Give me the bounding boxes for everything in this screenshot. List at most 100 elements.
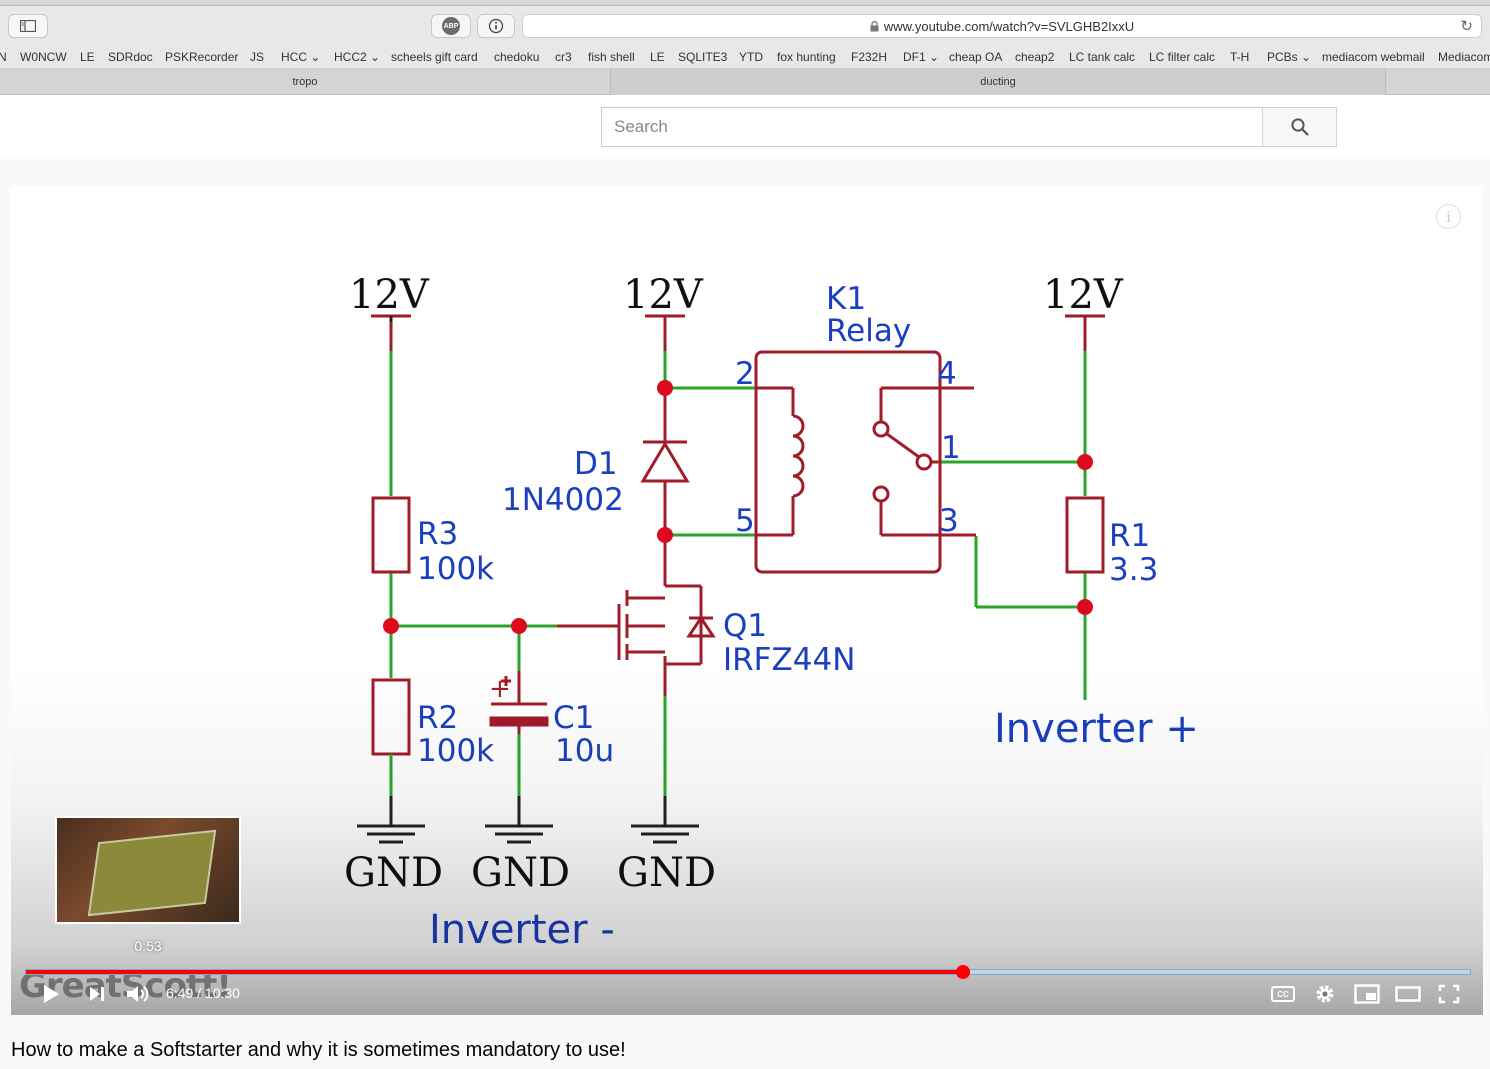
video-player[interactable]: 12V 12V 12V GND GND GND K1 Relay D1 1N40… <box>11 186 1483 1015</box>
url-text: www.youtube.com/watch?v=SVLGHB2IxxU <box>883 18 1135 34</box>
relay-k1 <box>754 350 942 574</box>
supply-label-right: 12V <box>1043 272 1124 318</box>
resistor-r3 <box>371 496 411 574</box>
tab-ducting[interactable]: ducting <box>611 69 1386 95</box>
relay-name: Relay <box>826 313 911 349</box>
tab-tropo[interactable]: tropo <box>0 69 611 95</box>
junction-dots <box>383 380 1093 634</box>
search-placeholder: Search <box>614 117 668 136</box>
next-icon <box>90 987 104 1001</box>
miniplayer-icon <box>1354 984 1380 1004</box>
r3-value: 100k <box>417 551 494 587</box>
theater-mode-button[interactable] <box>1394 982 1422 1006</box>
relay-pin-1: 1 <box>941 430 961 466</box>
relay-pin-3: 3 <box>939 503 959 539</box>
bookmark-item[interactable]: cr3 <box>555 50 572 64</box>
bookmarks-bar: N W0NCW LE SDRdoc PSKRecorder JS HCC ⌄ H… <box>0 44 1490 69</box>
r1-ref: R1 <box>1109 518 1150 554</box>
play-icon <box>44 985 59 1003</box>
bookmark-item[interactable]: fish shell <box>588 50 635 64</box>
bookmark-item[interactable]: fox hunting <box>777 50 836 64</box>
bookmark-item[interactable]: cheap OA <box>949 50 1003 64</box>
resistor-r2 <box>371 678 411 756</box>
search-icon <box>1290 118 1309 136</box>
browser-toolbar: ABP www.youtube.com/watch?v=SVLGHB2IxxU … <box>0 6 1490 44</box>
bookmark-folder[interactable]: PCBs ⌄ <box>1267 50 1312 64</box>
info-card-icon[interactable]: i <box>1436 204 1461 229</box>
gnd-label-3: GND <box>617 850 716 896</box>
bookmark-item[interactable]: cheap2 <box>1015 50 1055 64</box>
bookmark-item[interactable]: LE <box>650 50 665 64</box>
q1-value: IRFZ44N <box>723 642 855 678</box>
bookmark-item[interactable]: Mediacom <box>1438 50 1490 64</box>
bookmark-item[interactable]: F232H <box>851 50 888 64</box>
time-display: 6:49 / 10:30 <box>166 985 240 1001</box>
captions-icon: CC <box>1271 986 1295 1002</box>
q1-ref: Q1 <box>723 608 767 644</box>
miniplayer-button[interactable] <box>1353 982 1381 1006</box>
play-button[interactable] <box>39 982 63 1006</box>
tab-bar: tropo ducting <box>0 69 1490 95</box>
fullscreen-button[interactable] <box>1436 982 1462 1006</box>
r2-value: 100k <box>417 733 494 769</box>
bookmark-item[interactable]: YTD <box>739 50 763 64</box>
bookmark-item[interactable]: N <box>0 50 7 64</box>
adblock-button[interactable]: ABP <box>431 14 471 38</box>
bookmark-item[interactable]: W0NCW <box>20 50 67 64</box>
adblock-icon: ABP <box>442 17 460 35</box>
reload-icon[interactable]: ↻ <box>1460 18 1473 35</box>
wires <box>389 351 1087 796</box>
bookmark-item[interactable]: LC filter calc <box>1149 50 1216 64</box>
progress-scrubber[interactable] <box>956 965 971 979</box>
r3-ref: R3 <box>417 516 458 552</box>
address-bar[interactable]: www.youtube.com/watch?v=SVLGHB2IxxU ↻ <box>522 14 1482 38</box>
bookmark-item[interactable]: PSKRecorder <box>165 50 239 64</box>
ground-symbols <box>357 316 699 844</box>
relay-pin-2: 2 <box>735 356 755 392</box>
resistor-r1 <box>1065 496 1105 574</box>
bookmark-item[interactable]: LC tank calc <box>1069 50 1136 64</box>
gnd-label-2: GND <box>471 850 570 896</box>
settings-button[interactable] <box>1312 982 1338 1006</box>
next-button[interactable] <box>85 982 109 1006</box>
captions-button[interactable]: CC <box>1270 982 1296 1006</box>
window-top-strip <box>0 0 1490 6</box>
sidebar-toggle-button[interactable] <box>8 14 48 38</box>
search-input[interactable]: Search <box>601 107 1263 147</box>
bookmark-item[interactable]: SDRdoc <box>108 50 153 64</box>
seek-preview-time: 0:53 <box>134 938 162 954</box>
c1-value: 10u <box>555 733 614 769</box>
tab-label: ducting <box>980 76 1016 88</box>
gnd-label-1: GND <box>344 850 443 896</box>
bookmark-folder[interactable]: HCC ⌄ <box>281 50 321 64</box>
bookmark-item[interactable]: mediacom webmail <box>1322 50 1425 64</box>
bookmark-folder[interactable]: HCC2 ⌄ <box>334 50 381 64</box>
r2-ref: R2 <box>417 700 458 736</box>
supply-label-mid: 12V <box>623 272 704 318</box>
bookmark-item[interactable]: scheels gift card <box>391 50 478 64</box>
bookmark-item[interactable]: SQLITE3 <box>678 50 728 64</box>
relay-pin-4: 4 <box>937 356 957 392</box>
bookmark-item[interactable]: LE <box>80 50 95 64</box>
supply-label-left: 12V <box>349 272 430 318</box>
gear-icon <box>1316 985 1334 1003</box>
inverter-minus-label: Inverter - <box>429 907 615 953</box>
page-info-button[interactable] <box>477 14 515 38</box>
bookmark-item[interactable]: JS <box>250 50 265 64</box>
preview-image <box>87 829 217 917</box>
volume-button[interactable] <box>125 982 153 1006</box>
d1-value: 1N4002 <box>502 482 624 518</box>
volume-icon <box>127 986 149 1002</box>
bookmark-item[interactable]: chedoku <box>494 50 540 64</box>
progress-bar[interactable] <box>25 965 1471 979</box>
theater-icon <box>1395 986 1421 1002</box>
search-button[interactable] <box>1262 107 1337 147</box>
c1-polarity: + <box>489 674 511 704</box>
relay-pin-5: 5 <box>735 503 755 539</box>
bookmark-folder[interactable]: DF1 ⌄ <box>903 50 940 64</box>
r1-value: 3.3 <box>1109 552 1158 588</box>
bookmark-item[interactable]: T-H <box>1230 50 1250 64</box>
inverter-plus-label: Inverter + <box>994 706 1199 752</box>
lock-icon <box>870 20 879 31</box>
d1-ref: D1 <box>574 446 618 482</box>
